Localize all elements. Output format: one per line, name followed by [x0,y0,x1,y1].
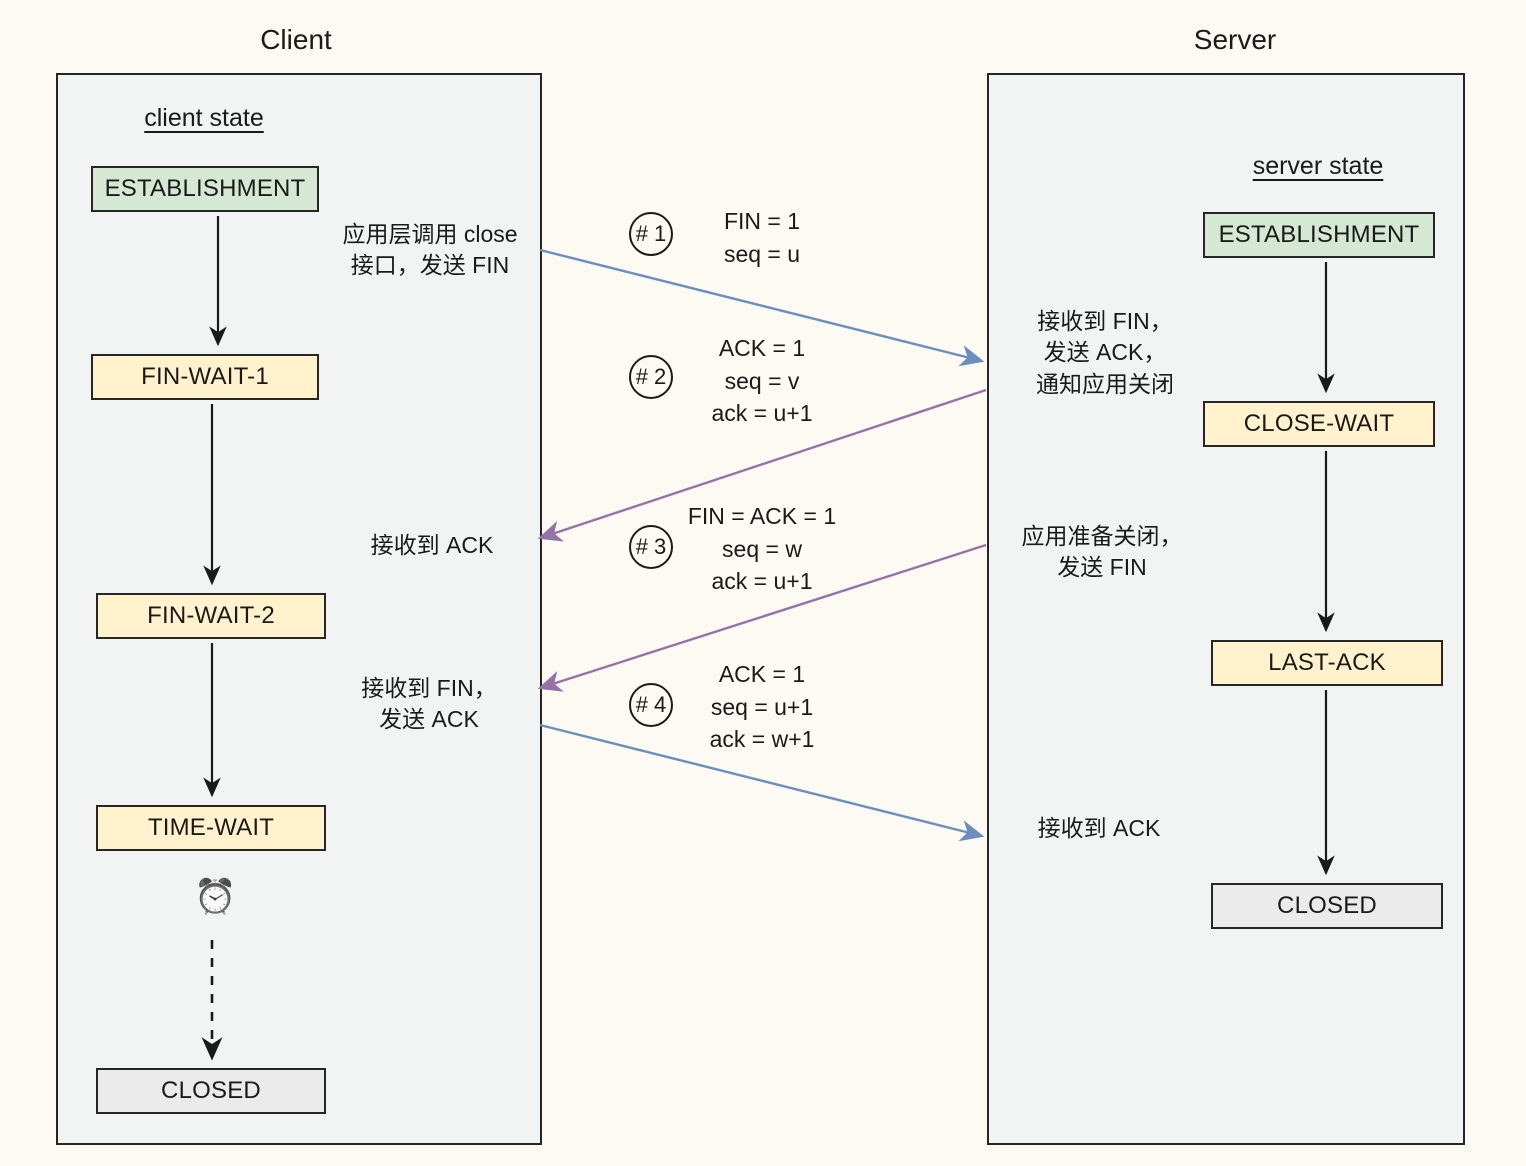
server-note-app-close: 应用准备关闭， 发送 FIN [1021,523,1183,581]
client-note-close-call: 应用层调用 close 接口，发送 FIN [342,221,518,279]
client-column-title: Client [260,24,332,55]
message-text-2: ACK = 1 seq = v ack = u+1 [711,335,813,427]
message-text-4: ACK = 1 seq = u+1 ack = w+1 [709,661,815,753]
client-state-closed: CLOSED [96,1068,326,1114]
client-state-fin-wait-2: FIN-WAIT-2 [96,593,326,639]
message-badge-2: # 2 [629,355,673,399]
message-badge-1: # 1 [629,212,673,256]
client-state-establishment: ESTABLISHMENT [91,166,319,212]
server-column-title: Server [1193,24,1277,55]
client-state-time-wait: TIME-WAIT [96,805,326,851]
client-state-fin-wait-1: FIN-WAIT-1 [91,354,319,400]
message-badge-3: # 3 [629,525,673,569]
server-state-closed: CLOSED [1211,883,1443,929]
message-text-1: FIN = 1 seq = u [723,208,801,267]
alarm-clock-icon: ⏰ [194,878,237,916]
server-state-establishment: ESTABLISHMENT [1203,212,1435,258]
message-text-3: FIN = ACK = 1 seq = w ack = u+1 [687,503,837,595]
client-note-received-ack: 接收到 ACK [370,532,494,558]
message-badge-4: # 4 [629,683,673,727]
client-note-received-fin: 接收到 FIN， 发送 ACK [361,675,497,733]
server-state-close-wait: CLOSE-WAIT [1203,401,1435,447]
server-note-received-fin: 接收到 FIN， 发送 ACK， 通知应用关闭 [1036,308,1174,397]
server-state-heading: server state [1252,152,1384,180]
server-note-received-ack: 接收到 ACK [1037,815,1161,841]
client-state-heading: client state [144,104,264,132]
server-state-last-ack: LAST-ACK [1211,640,1443,686]
